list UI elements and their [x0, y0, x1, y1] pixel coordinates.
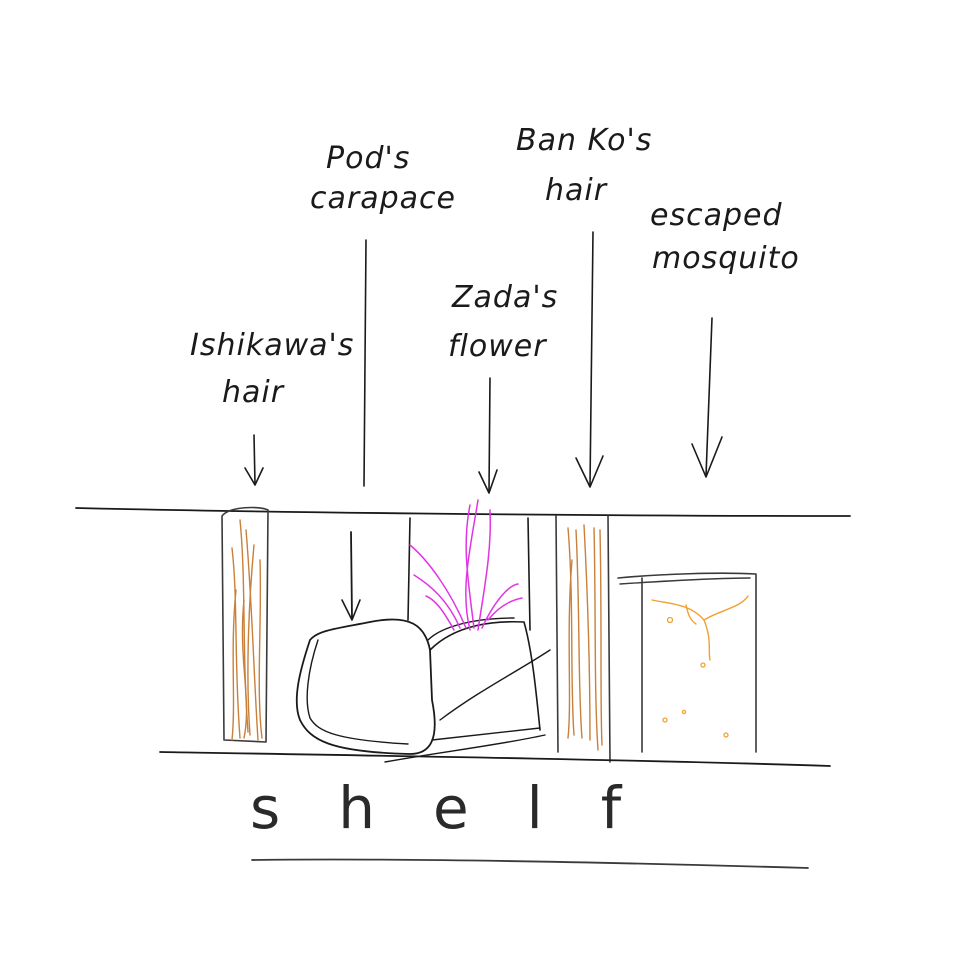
zada-flower	[409, 499, 523, 631]
label-mosquito: escaped mosquito	[650, 198, 800, 276]
label-zada: Zada's flower	[448, 280, 558, 364]
label-banko: Ban Ko's hair	[516, 123, 652, 208]
label-mosquito-line2: mosquito	[652, 241, 800, 276]
arrow-pod	[363, 239, 367, 487]
arrow-ishikawa	[244, 434, 264, 486]
ishikawa-hair-box	[221, 506, 269, 743]
shelf-top-line	[75, 507, 851, 517]
label-ishikawa: Ishikawa's hair	[190, 328, 354, 410]
divider-right	[527, 517, 531, 631]
shelf-underline	[251, 858, 809, 869]
label-mosquito-line1: escaped	[650, 198, 783, 233]
label-pod-line1: Pod's	[326, 141, 410, 176]
pod-carapace	[295, 531, 551, 763]
arrow-mosquito	[691, 317, 723, 478]
arrow-banko	[575, 231, 604, 488]
label-zada-line2: flower	[448, 329, 547, 364]
label-ishikawa-line1: Ishikawa's	[190, 328, 354, 363]
label-ishikawa-line2: hair	[222, 375, 285, 410]
shelf-label: shelf	[250, 774, 679, 842]
label-pod-line2: carapace	[310, 181, 456, 216]
label-pod: Pod's carapace	[310, 141, 456, 216]
banko-hair-box	[555, 515, 611, 763]
label-banko-line2: hair	[545, 173, 608, 208]
shelf-bottom-line	[159, 751, 831, 767]
arrow-zada	[478, 377, 498, 494]
divider-left	[407, 517, 411, 621]
mosquito-box	[617, 572, 757, 753]
label-banko-line1: Ban Ko's	[516, 123, 652, 158]
label-zada-line1: Zada's	[451, 280, 558, 315]
